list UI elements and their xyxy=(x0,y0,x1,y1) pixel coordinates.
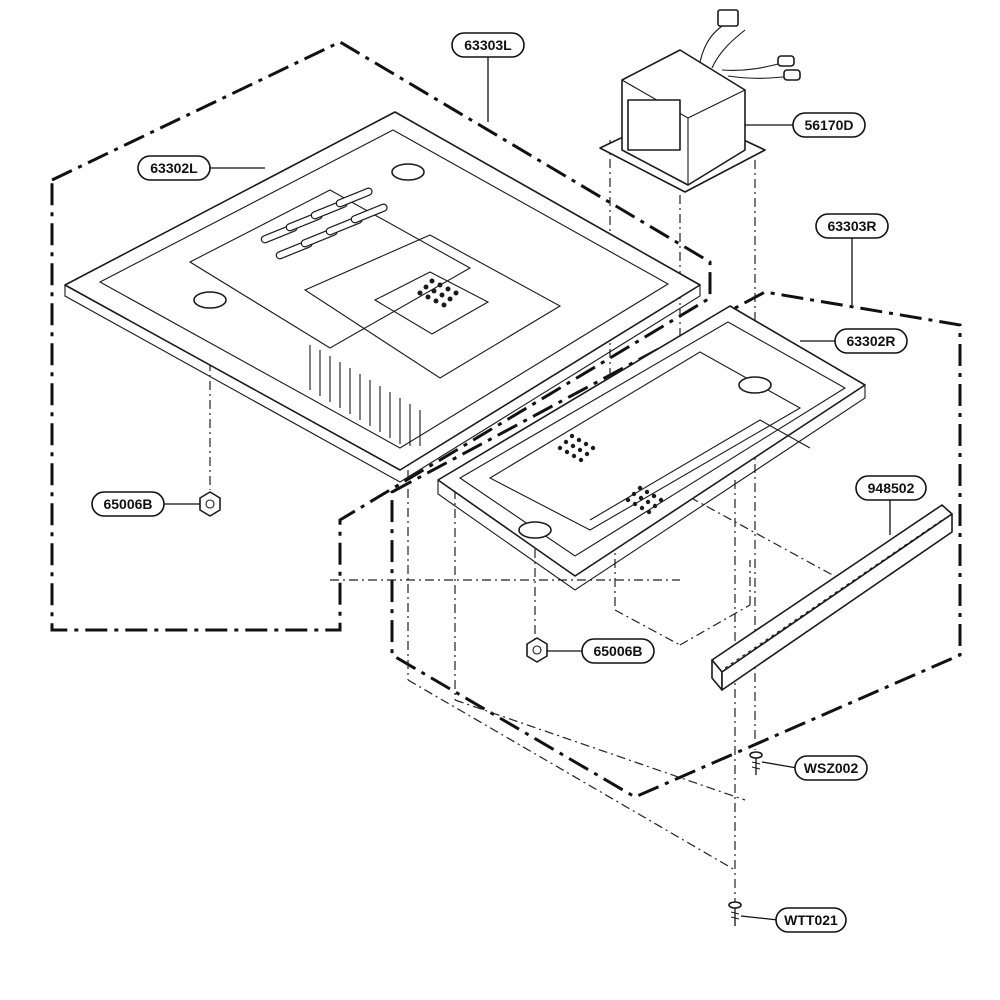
label-WTT021: WTT021 xyxy=(784,912,838,928)
group-boundary-63303R xyxy=(390,290,962,799)
callout-63302R: 63302R xyxy=(834,328,908,354)
transformer-core xyxy=(627,99,681,151)
nut-65006B-center xyxy=(526,637,548,663)
leader-lines xyxy=(162,56,891,921)
callout-63303R: 63303R xyxy=(815,213,889,239)
label-63302R: 63302R xyxy=(846,333,895,349)
label-948502: 948502 xyxy=(868,480,915,496)
tray-foot-hole xyxy=(518,521,552,539)
base-plate-left xyxy=(64,111,701,483)
gasket-strip-948502 xyxy=(711,504,953,691)
tray-vent-grid-1 xyxy=(557,433,596,463)
callout-65006B-left: 65006B xyxy=(91,491,165,517)
vent-grid-center xyxy=(417,278,459,308)
callout-WSZ002: WSZ002 xyxy=(794,755,868,781)
label-63303R: 63303R xyxy=(827,218,876,234)
vent-slots-front xyxy=(309,345,421,446)
foot-hole-left xyxy=(193,291,227,309)
label-WSZ002: WSZ002 xyxy=(804,760,859,776)
screw-WTT021 xyxy=(728,901,742,926)
callout-63302L: 63302L xyxy=(137,155,211,181)
base-tray-right xyxy=(437,305,866,591)
label-63303L: 63303L xyxy=(464,37,512,53)
label-56170D: 56170D xyxy=(804,117,853,133)
label-63302L: 63302L xyxy=(150,160,198,176)
callout-65006B-center: 65006B xyxy=(581,638,655,664)
tray-foot-hole-rear xyxy=(738,376,772,394)
tray-vent-grid-2 xyxy=(625,485,664,515)
callout-948502: 948502 xyxy=(855,475,927,501)
screw-WSZ002 xyxy=(749,751,763,775)
nut-65006B-left xyxy=(199,491,221,517)
callout-63303L: 63303L xyxy=(451,32,525,58)
foot-hole-rear xyxy=(391,163,425,181)
callout-WTT021: WTT021 xyxy=(775,907,847,933)
label-65006B-center: 65006B xyxy=(593,643,642,659)
group-boundary-63303L xyxy=(50,40,712,632)
vent-holes-top xyxy=(260,187,388,260)
callout-56170D: 56170D xyxy=(792,112,866,138)
label-65006B-left: 65006B xyxy=(103,496,152,512)
transformer-56170D xyxy=(599,9,801,193)
transformer-wires xyxy=(699,9,801,81)
